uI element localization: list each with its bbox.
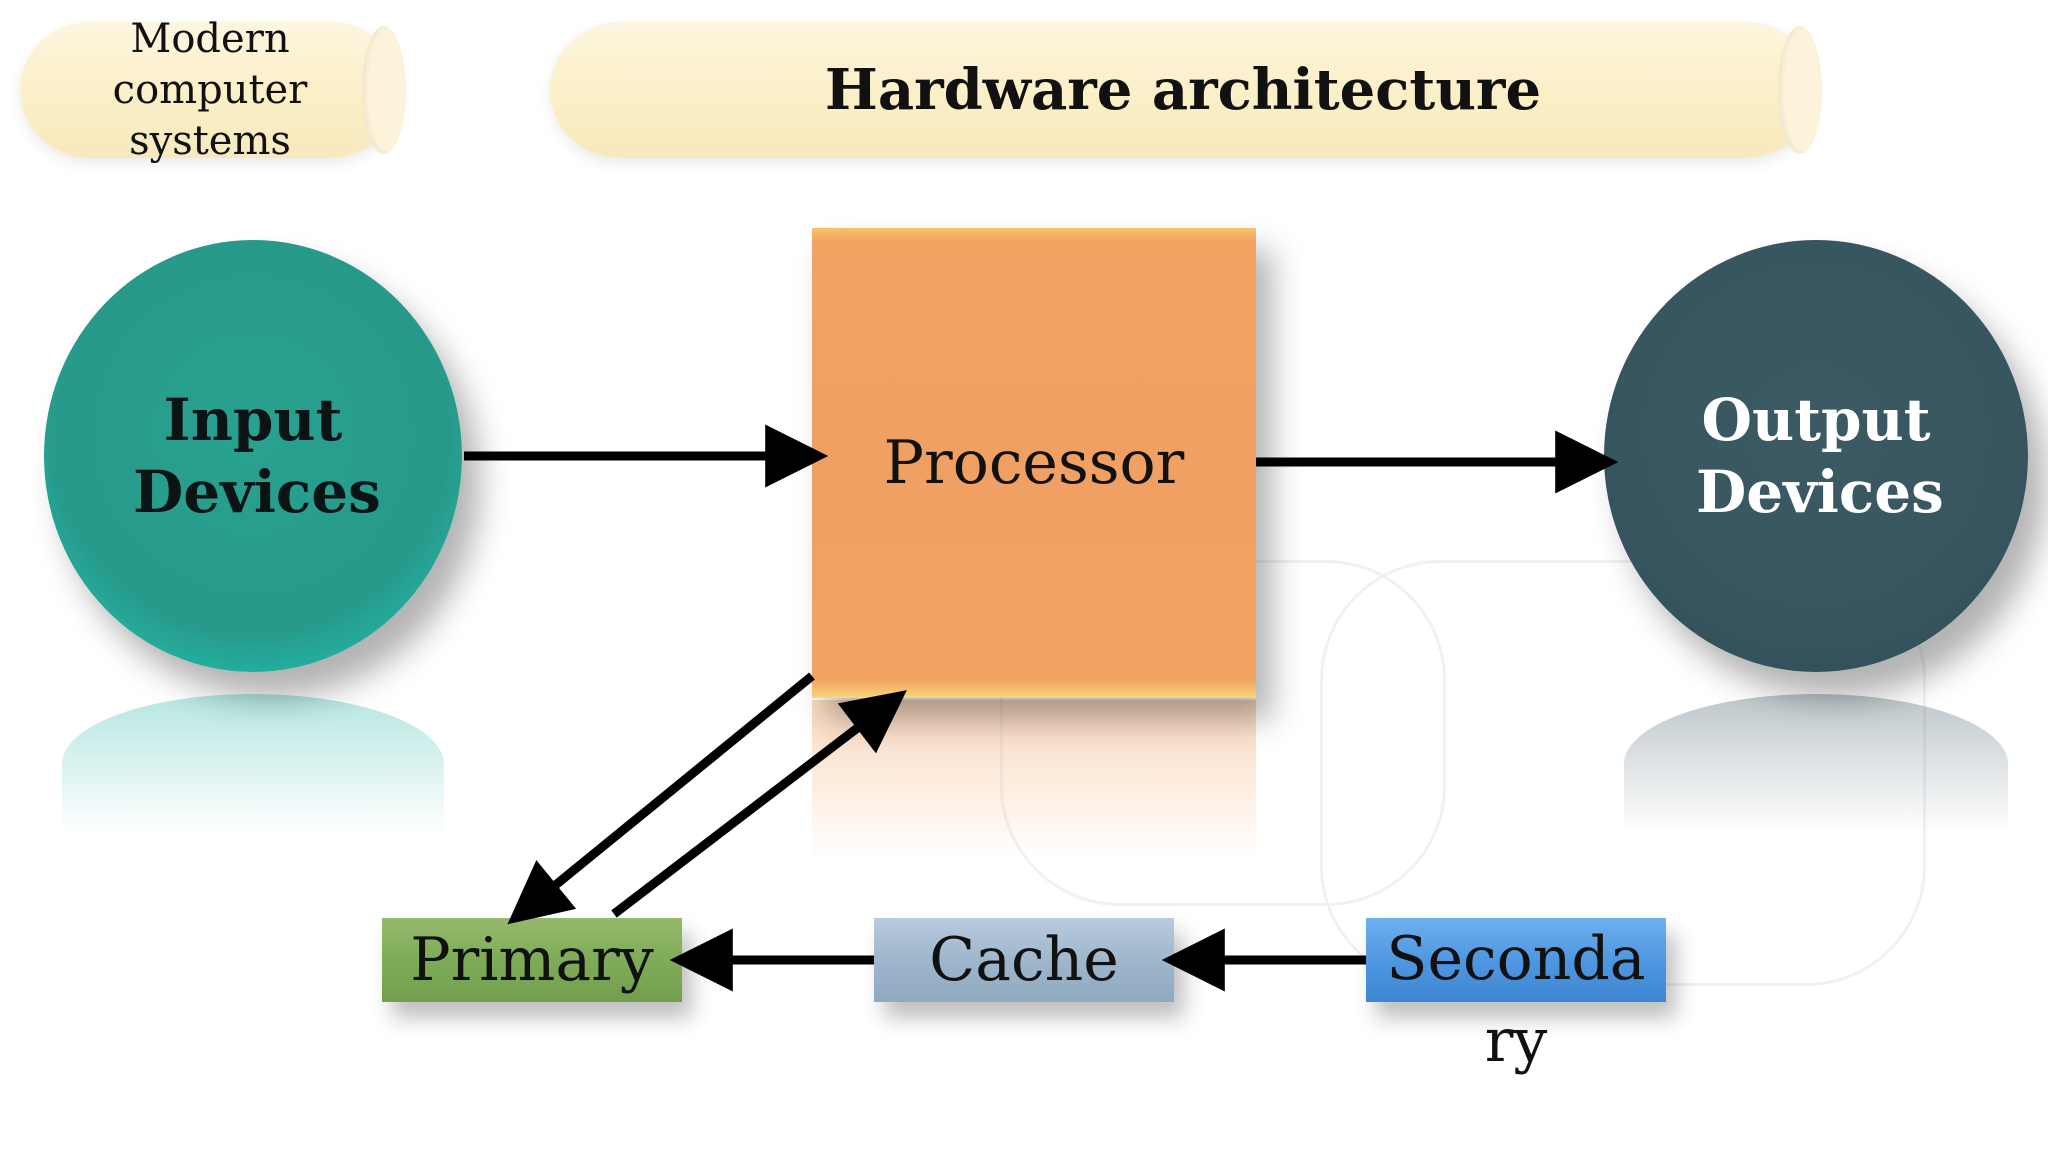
page-title-text: Hardware architecture — [824, 57, 1542, 123]
input-devices-reflection — [62, 694, 444, 834]
primary-memory-node: Primary — [382, 918, 682, 1002]
input-devices-label: Input Devices — [133, 386, 381, 526]
arrow-primary-to-processor — [611, 690, 907, 918]
page-title: Hardware architecture — [550, 22, 1822, 158]
processor-node: Processor — [812, 228, 1256, 698]
output-devices-label: Output Devices — [1696, 386, 1944, 526]
cache-memory-node: Cache — [874, 918, 1174, 1002]
input-devices-node: Input Devices — [44, 240, 462, 672]
secondary-memory-node: Secondary — [1366, 918, 1666, 1076]
section-label: Modern computer systems — [20, 16, 406, 164]
output-devices-reflection — [1624, 694, 2008, 834]
cache-memory-label: Cache — [929, 925, 1119, 995]
primary-memory-label: Primary — [410, 925, 654, 995]
output-devices-node: Output Devices — [1604, 240, 2028, 672]
arrow-processor-to-primary — [507, 672, 815, 925]
section-label-text: Modern computer systems — [112, 15, 308, 164]
secondary-memory-label: Secondary — [1386, 924, 1646, 1076]
processor-label: Processor — [883, 428, 1185, 498]
